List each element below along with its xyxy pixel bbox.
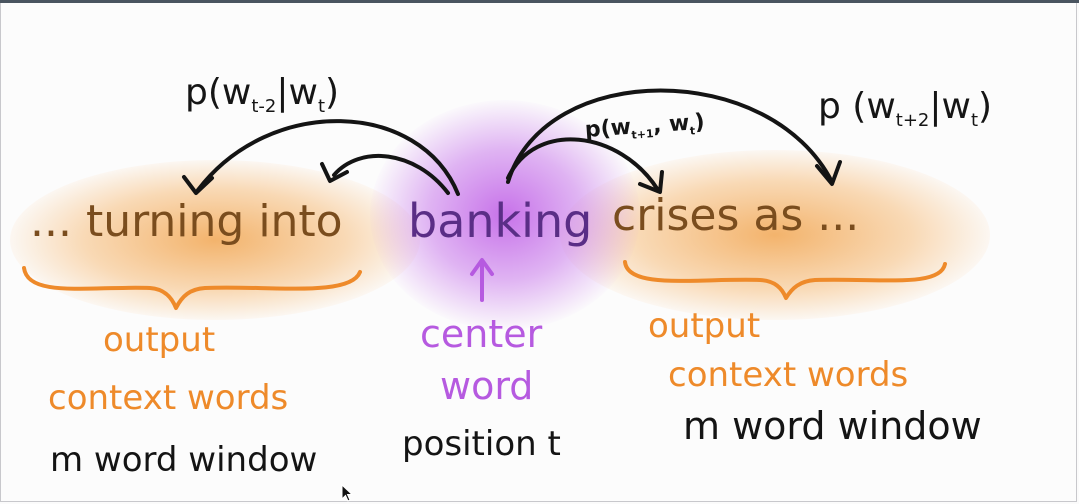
context-words-left: ... turning into	[30, 196, 343, 247]
label-center: center	[420, 312, 543, 356]
arrow-center-to-t+1	[506, 137, 660, 192]
label-word: word	[440, 364, 534, 408]
formula-p-t-minus-2: p(wt-2|wt)	[185, 72, 340, 118]
label-context-words-left: context words	[48, 378, 289, 418]
arrowhead-t+1	[638, 170, 664, 194]
center-arrow-head	[470, 258, 494, 276]
arrow-center-to-t+2	[506, 88, 834, 184]
label-output-left: output	[103, 320, 216, 360]
label-output-right: output	[648, 306, 761, 346]
arrowhead-t+2	[815, 160, 842, 186]
window-top-edge	[0, 0, 1079, 3]
brace-left	[22, 266, 362, 310]
formula-p-t-plus-2: p (wt+2|wt)	[818, 86, 993, 132]
brace-right	[623, 260, 947, 300]
arrow-center-to-t-2	[196, 119, 460, 196]
label-context-words-right: context words	[668, 355, 909, 395]
mouse-cursor-icon	[341, 484, 353, 502]
context-words-right: crises as ...	[612, 190, 860, 241]
center-word: banking	[408, 194, 593, 248]
label-window-left: m word window	[50, 440, 318, 480]
label-window-right: m word window	[683, 404, 982, 448]
arrow-center-to-t-1	[332, 154, 450, 195]
arrowhead-t-2	[182, 175, 214, 195]
label-position-t: position t	[402, 424, 561, 464]
arrowhead-t-1	[320, 162, 349, 183]
